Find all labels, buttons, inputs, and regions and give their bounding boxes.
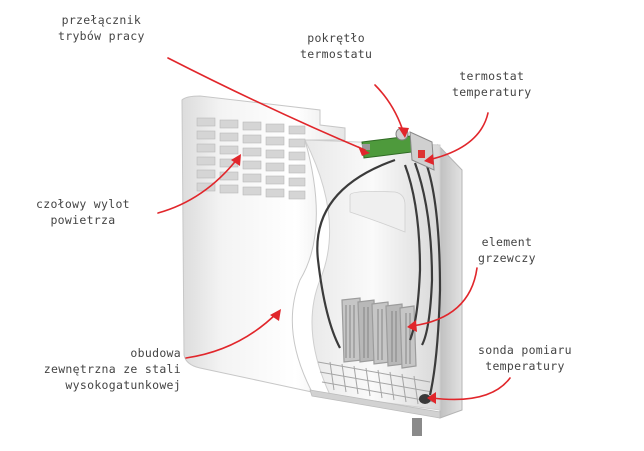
label-thermostat: termostat temperatury: [452, 68, 531, 100]
arrow-air-outlet: [157, 157, 239, 214]
label-thermostat-knob: pokrętło termostatu: [300, 30, 372, 62]
heater-foot: [412, 418, 422, 436]
arrow-housing: [185, 311, 279, 359]
label-housing: obudowa zewnętrzna ze stali wysokogatunk…: [6, 345, 181, 393]
label-housing-line3: wysokogatunkowej: [65, 378, 181, 392]
arrow-heating-element: [411, 267, 478, 327]
label-thermostat-line2: temperatury: [452, 85, 532, 99]
arrow-thermostat-knob: [374, 84, 405, 135]
label-temp-probe-line1: sonda pomiaru: [478, 343, 572, 357]
bottom-grille: [317, 361, 435, 405]
label-air-outlet-line2: powietrza: [50, 213, 116, 227]
label-thermostat-knob-line2: termostatu: [300, 47, 373, 61]
label-heating-element-line1: element: [481, 235, 533, 249]
label-heating-element: element grzewczy: [478, 234, 536, 266]
arrow-thermostat: [427, 112, 489, 161]
label-heating-element-line2: grzewczy: [478, 251, 536, 265]
label-mode-switch-line2: trybów pracy: [58, 29, 145, 43]
label-thermostat-knob-line1: pokrętło: [307, 31, 366, 45]
heating-element-fins: [341, 297, 417, 369]
label-air-outlet: czołowy wylot powietrza: [36, 196, 130, 228]
label-temp-probe-line2: temperatury: [485, 359, 565, 373]
label-thermostat-line1: termostat: [459, 69, 525, 83]
label-housing-line2: zewnętrzna ze stali: [43, 362, 181, 376]
temperature-probe: [419, 394, 431, 404]
arrow-temp-probe: [431, 377, 511, 401]
label-housing-line1: obudowa: [130, 346, 181, 360]
label-mode-switch: przełącznik trybów pracy: [58, 12, 145, 44]
arrow-mode-switch: [167, 57, 366, 151]
air-outlet-grille: [196, 117, 306, 200]
label-temp-probe: sonda pomiaru temperatury: [478, 342, 572, 374]
heater-side-panel: [437, 143, 463, 419]
label-mode-switch-line1: przełącznik: [61, 13, 142, 27]
arrowheads: [231, 127, 436, 404]
wiring: [316, 158, 442, 396]
label-air-outlet-line1: czołowy wylot: [36, 197, 130, 211]
annotation-arrows: [157, 57, 511, 401]
